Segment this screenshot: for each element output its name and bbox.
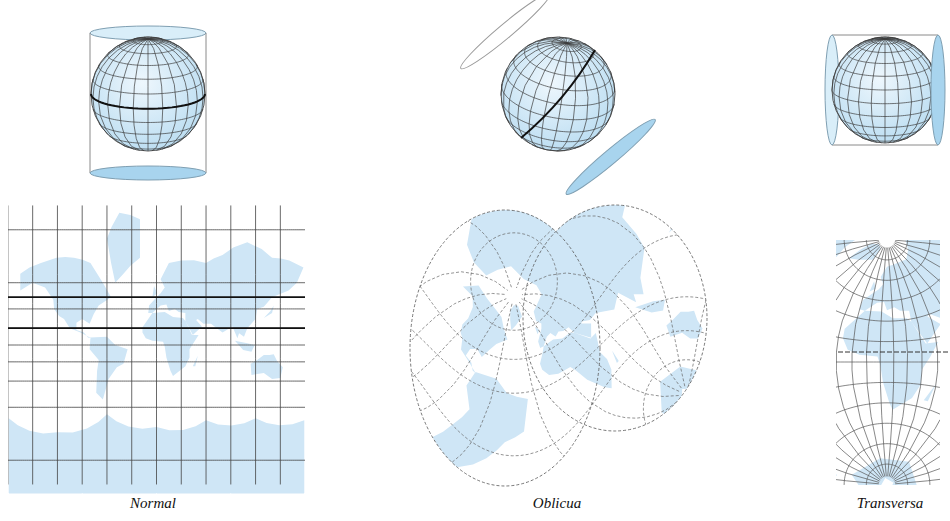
transverse-cylinder (825, 35, 938, 145)
tangent-line (521, 50, 595, 138)
graticule (91, 37, 205, 151)
graticule (8, 205, 305, 484)
globe (501, 37, 615, 151)
parallel-line (8, 327, 305, 329)
oblique-outline (410, 205, 707, 486)
normal-cylinder (90, 26, 206, 180)
projection-label: Normal (128, 494, 178, 512)
globe-disc (501, 37, 615, 151)
globe (91, 37, 205, 151)
graticule (501, 37, 615, 151)
cylinder-side (832, 35, 938, 36)
graticule (832, 37, 938, 143)
projection-label: Oblicua (531, 494, 583, 512)
central-line (838, 352, 948, 353)
cylinder-bottom (90, 166, 206, 180)
globe (832, 37, 938, 143)
cylinder-side (206, 33, 207, 173)
graticule (836, 240, 940, 485)
parallel-line (8, 296, 305, 298)
tangent-line (91, 94, 205, 109)
globe-disc (91, 37, 205, 151)
graticule (405, 212, 710, 477)
cylinder-bottom (562, 114, 660, 199)
oblique-cylinder (562, 114, 660, 199)
cylinder-side (832, 145, 938, 146)
landmass (836, 240, 940, 485)
cylinder-side (90, 33, 91, 173)
projection-label: Transversa (855, 494, 926, 512)
oblique-map (405, 200, 710, 478)
cylinder-end (931, 35, 945, 145)
mercator-map (8, 205, 305, 493)
landmass (405, 200, 710, 473)
transverse-map (836, 240, 940, 485)
map-outline (523, 205, 707, 431)
globe-disc (832, 37, 938, 143)
map-outline (410, 210, 600, 486)
